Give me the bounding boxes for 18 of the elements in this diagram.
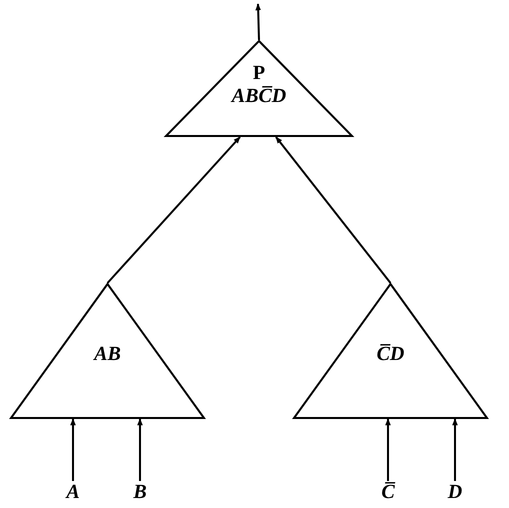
input-label: C̅ bbox=[376, 481, 400, 505]
arrow bbox=[275, 136, 392, 284]
input-label: B bbox=[128, 481, 152, 505]
triangle-block bbox=[165, 40, 353, 137]
arrow bbox=[385, 418, 391, 481]
triangle-block bbox=[293, 283, 488, 419]
block-label: C̅D bbox=[376, 343, 406, 365]
block-label: P bbox=[252, 62, 266, 84]
arrow bbox=[106, 136, 241, 284]
arrow bbox=[137, 418, 143, 481]
arrow bbox=[452, 418, 458, 481]
input-label: D bbox=[443, 481, 467, 505]
triangle-block bbox=[10, 283, 205, 419]
arrow bbox=[70, 418, 76, 481]
input-label: A bbox=[61, 481, 85, 505]
block-label: ABC̅D bbox=[230, 85, 288, 107]
block-label: AB bbox=[92, 343, 122, 365]
arrow bbox=[255, 3, 261, 40]
